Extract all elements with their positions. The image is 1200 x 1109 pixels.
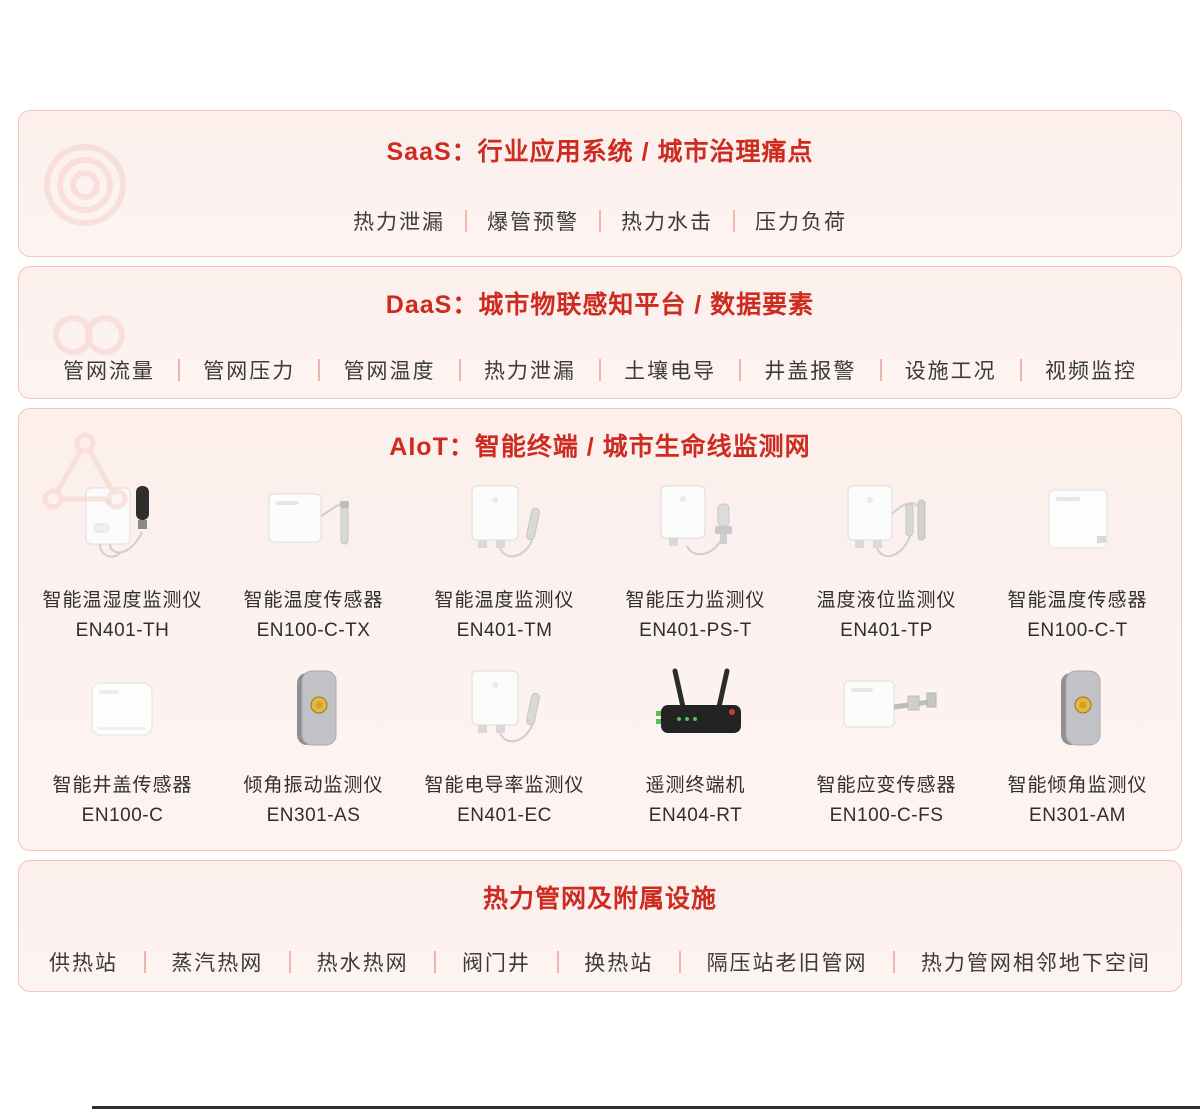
saas-item: 压力负荷 (755, 211, 847, 234)
product-name: 智能温度传感器 (1007, 590, 1148, 611)
infra-title: 热力管网及附属设施 (482, 885, 717, 913)
product-name: 智能压力监测仪 (625, 590, 766, 611)
product-model: EN301-AM (1029, 805, 1126, 826)
device-image-en100-c-fs (791, 658, 982, 760)
item-divider (598, 359, 601, 381)
daas-item: 热力泄漏 (483, 360, 576, 383)
item-divider (678, 951, 681, 973)
product-model: EN100-C (81, 805, 164, 826)
item-divider (556, 951, 559, 973)
device-image-en404-rt (600, 658, 791, 760)
item-divider (143, 951, 146, 973)
item-divider (434, 951, 437, 973)
daas-item: 土壤电导 (624, 360, 717, 383)
product-card: 智能温湿度监测仪 EN401-TH (27, 473, 218, 642)
daas-item: 管网流量 (63, 360, 155, 383)
section-aiot: AIoT：智能终端 / 城市生命线监测网 智能温湿度监测仪 EN (18, 408, 1182, 851)
product-name: 智能井盖传感器 (52, 775, 193, 796)
daas-item: 视频监控 (1044, 360, 1137, 383)
bottom-divider (92, 1106, 1200, 1109)
aiot-title: AIoT：智能终端 / 城市生命线监测网 (389, 433, 811, 461)
product-model: EN401-PS-T (639, 620, 752, 641)
infra-item: 供热站 (49, 952, 118, 975)
section-saas: SaaS：行业应用系统 / 城市治理痛点 热力泄漏 爆管预警 热力水击 压力负荷 (18, 110, 1182, 257)
infra-item: 换热站 (584, 952, 654, 975)
daas-item: 井盖报警 (764, 360, 857, 383)
saas-item: 爆管预警 (487, 211, 579, 234)
product-card: 遥测终端机 EN404-RT (600, 658, 791, 827)
item-divider (458, 359, 461, 381)
item-divider (178, 359, 181, 381)
device-image-en301-as (218, 658, 409, 760)
product-name: 智能倾角监测仪 (1007, 775, 1148, 796)
daas-title: DaaS：城市物联感知平台 / 数据要素 (385, 291, 815, 319)
item-divider (1019, 359, 1022, 381)
saas-item: 热力水击 (621, 211, 713, 234)
product-name: 智能温度监测仪 (434, 590, 575, 611)
product-card: 温度液位监测仪 EN401-TP (791, 473, 982, 642)
infra-items-row: 供热站 蒸汽热网 热水热网 阀门井 换热站 隔压站老旧管网 热力管网相邻地下空间 (19, 947, 1181, 977)
item-divider (733, 210, 735, 232)
product-model: EN401-TH (75, 620, 170, 641)
saas-items-row: 热力泄漏 爆管预警 热力水击 压力负荷 (19, 206, 1181, 236)
product-model: EN301-AS (266, 805, 361, 826)
saas-title: SaaS：行业应用系统 / 城市治理痛点 (386, 138, 814, 166)
daas-items-row: 管网流量 管网压力 管网温度 热力泄漏 土壤电导 井盖报警 设施工况 视频监控 (19, 355, 1181, 385)
product-card: 智能井盖传感器 EN100-C (27, 658, 218, 827)
device-image-en401-tp (791, 473, 982, 575)
product-model: EN401-TP (840, 620, 933, 641)
product-model: EN100-C-FS (829, 805, 944, 826)
item-divider (893, 951, 896, 973)
product-card: 智能温度传感器 EN100-C-T (982, 473, 1173, 642)
product-card: 倾角振动监测仪 EN301-AS (218, 658, 409, 827)
product-card: 智能压力监测仪 EN401-PS-T (600, 473, 791, 642)
section-daas: DaaS：城市物联感知平台 / 数据要素 管网流量 管网压力 管网温度 热力泄漏… (18, 266, 1182, 399)
infra-item: 阀门井 (461, 952, 531, 975)
device-image-en401-th (27, 473, 218, 575)
item-divider (739, 359, 742, 381)
item-divider (465, 210, 467, 232)
infra-item: 热水热网 (316, 952, 409, 975)
product-model: EN401-TM (456, 620, 553, 641)
daas-item: 管网压力 (203, 360, 296, 383)
item-divider (879, 359, 882, 381)
daas-item: 设施工况 (904, 360, 997, 383)
product-name: 温度液位监测仪 (816, 590, 957, 611)
product-name: 智能电导率监测仪 (424, 775, 585, 796)
product-name: 倾角振动监测仪 (243, 775, 384, 796)
device-image-en100-c-t (982, 473, 1173, 575)
product-card: 智能温度传感器 EN100-C-TX (218, 473, 409, 642)
item-divider (599, 210, 601, 232)
device-image-en100-c (27, 658, 218, 760)
page: SaaS：行业应用系统 / 城市治理痛点 热力泄漏 爆管预警 热力水击 压力负荷… (18, 110, 1182, 992)
daas-item: 管网温度 (343, 360, 436, 383)
infra-item: 隔压站老旧管网 (706, 952, 868, 975)
item-divider (288, 951, 291, 973)
device-image-en401-ps-t (600, 473, 791, 575)
product-model: EN100-C-T (1027, 620, 1128, 641)
product-card: 智能温度监测仪 EN401-TM (409, 473, 600, 642)
product-name: 智能温度传感器 (243, 590, 384, 611)
section-infra: 热力管网及附属设施 供热站 蒸汽热网 热水热网 阀门井 换热站 隔压站老旧管网 … (18, 860, 1182, 992)
device-image-en100-c-tx (218, 473, 409, 575)
product-name: 遥测终端机 (645, 775, 746, 796)
product-card: 智能应变传感器 EN100-C-FS (791, 658, 982, 827)
infra-item: 热力管网相邻地下空间 (920, 952, 1151, 975)
product-model: EN401-EC (457, 805, 552, 826)
product-grid: 智能温湿度监测仪 EN401-TH 智能温度传感器 EN100-C-TX (19, 473, 1181, 827)
product-name: 智能温湿度监测仪 (42, 590, 203, 611)
product-card: 智能倾角监测仪 EN301-AM (982, 658, 1173, 827)
product-model: EN404-RT (648, 805, 743, 826)
product-model: EN100-C-TX (256, 620, 371, 641)
device-image-en401-tm (409, 473, 600, 575)
device-image-en401-ec (409, 658, 600, 760)
product-name: 智能应变传感器 (816, 775, 957, 796)
device-image-en301-am (982, 658, 1173, 760)
item-divider (318, 359, 321, 381)
infra-item: 蒸汽热网 (171, 952, 264, 975)
saas-item: 热力泄漏 (353, 211, 445, 234)
product-card: 智能电导率监测仪 EN401-EC (409, 658, 600, 827)
